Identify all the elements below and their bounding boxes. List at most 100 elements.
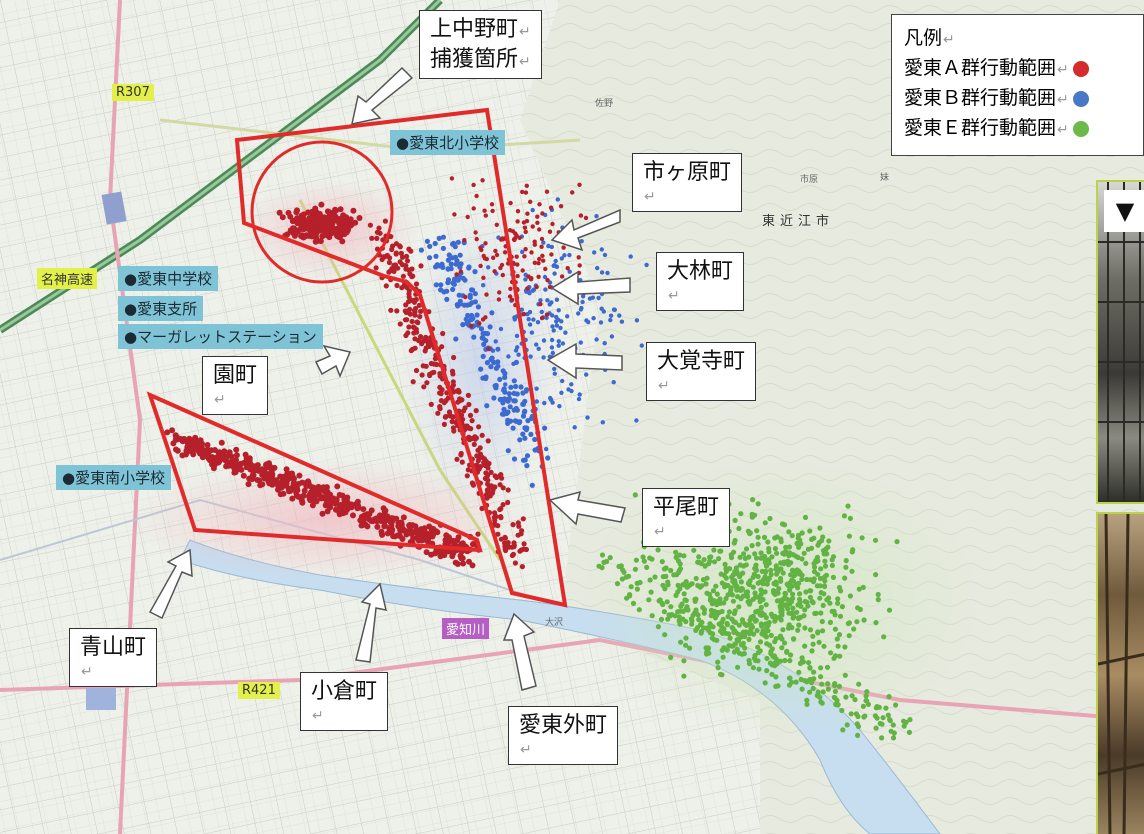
track-point — [479, 432, 485, 438]
track-point — [332, 207, 339, 214]
track-point — [164, 429, 171, 436]
track-point — [730, 598, 737, 604]
track-point — [740, 593, 746, 599]
track-point — [552, 366, 557, 372]
track-point — [424, 380, 430, 386]
track-point — [291, 227, 298, 234]
track-point — [508, 286, 513, 291]
track-point — [559, 390, 564, 395]
track-point — [789, 533, 795, 539]
track-point — [530, 207, 535, 213]
track-point — [542, 400, 547, 406]
track-point — [463, 294, 468, 300]
track-point — [556, 339, 561, 344]
track-point — [854, 619, 860, 625]
track-point — [803, 589, 809, 595]
track-point — [542, 425, 548, 431]
track-point — [483, 241, 488, 246]
track-point — [726, 643, 732, 649]
track-point — [516, 523, 522, 529]
track-point — [843, 564, 849, 570]
track-point — [621, 569, 627, 575]
track-point — [890, 735, 897, 741]
track-point — [598, 320, 604, 325]
track-point — [817, 525, 823, 531]
track-point — [801, 613, 807, 619]
track-point — [786, 610, 792, 616]
track-point — [444, 296, 450, 302]
track-point — [427, 371, 433, 377]
track-point — [758, 550, 764, 556]
track-point — [556, 308, 561, 313]
track-point — [729, 592, 736, 598]
track-point — [264, 461, 271, 468]
track-point — [515, 209, 521, 214]
track-point — [855, 605, 861, 611]
track-point — [507, 404, 513, 410]
track-point — [513, 348, 519, 353]
track-point — [448, 261, 454, 267]
track-point — [703, 581, 709, 587]
track-point — [169, 427, 176, 434]
track-point — [420, 363, 426, 369]
track-point — [510, 551, 516, 558]
track-point — [765, 557, 772, 563]
track-point — [736, 525, 742, 532]
track-point — [545, 277, 550, 283]
track-point — [459, 555, 466, 562]
track-point — [491, 395, 497, 401]
track-point — [810, 633, 816, 639]
place-obayashi: 大林町 — [667, 259, 734, 284]
track-point — [499, 237, 504, 242]
track-point — [405, 330, 411, 336]
track-point — [683, 642, 689, 648]
track-point — [720, 630, 726, 637]
track-point — [802, 643, 808, 649]
track-point — [317, 238, 324, 245]
capture-area-south — [146, 391, 483, 553]
track-point — [776, 586, 782, 592]
track-point — [661, 566, 668, 572]
track-point — [421, 384, 427, 390]
track-point — [863, 693, 869, 699]
track-point — [523, 190, 529, 195]
track-point — [510, 425, 516, 431]
track-point — [745, 528, 752, 534]
track-point — [534, 386, 539, 391]
track-point — [215, 453, 222, 460]
callout-ogura: 小倉町↵ — [300, 672, 389, 731]
track-point — [440, 330, 446, 337]
track-point — [482, 461, 488, 467]
track-point — [373, 265, 379, 271]
track-point — [492, 473, 498, 479]
track-point — [551, 328, 556, 333]
callout-hirao: 平尾町↵ — [642, 488, 731, 547]
track-point — [175, 435, 182, 442]
track-point — [519, 307, 524, 312]
track-point — [793, 679, 799, 685]
track-point — [619, 319, 625, 324]
track-point — [727, 635, 733, 641]
track-point — [485, 465, 491, 471]
track-point — [640, 554, 646, 560]
track-point — [359, 522, 366, 529]
track-point — [774, 550, 780, 556]
track-point — [649, 613, 655, 619]
track-point — [525, 211, 530, 216]
track-point — [695, 612, 701, 618]
track-point — [772, 546, 779, 552]
track-point — [451, 354, 457, 361]
track-point — [380, 505, 387, 512]
track-point — [451, 541, 458, 547]
track-point — [534, 342, 539, 347]
track-point — [524, 453, 531, 459]
track-point — [466, 425, 472, 431]
track-point — [739, 633, 745, 640]
track-point — [706, 591, 713, 598]
track-point — [561, 245, 566, 250]
track-point — [766, 549, 772, 555]
track-point — [450, 286, 456, 292]
track-point — [799, 686, 805, 692]
track-point — [795, 615, 802, 622]
